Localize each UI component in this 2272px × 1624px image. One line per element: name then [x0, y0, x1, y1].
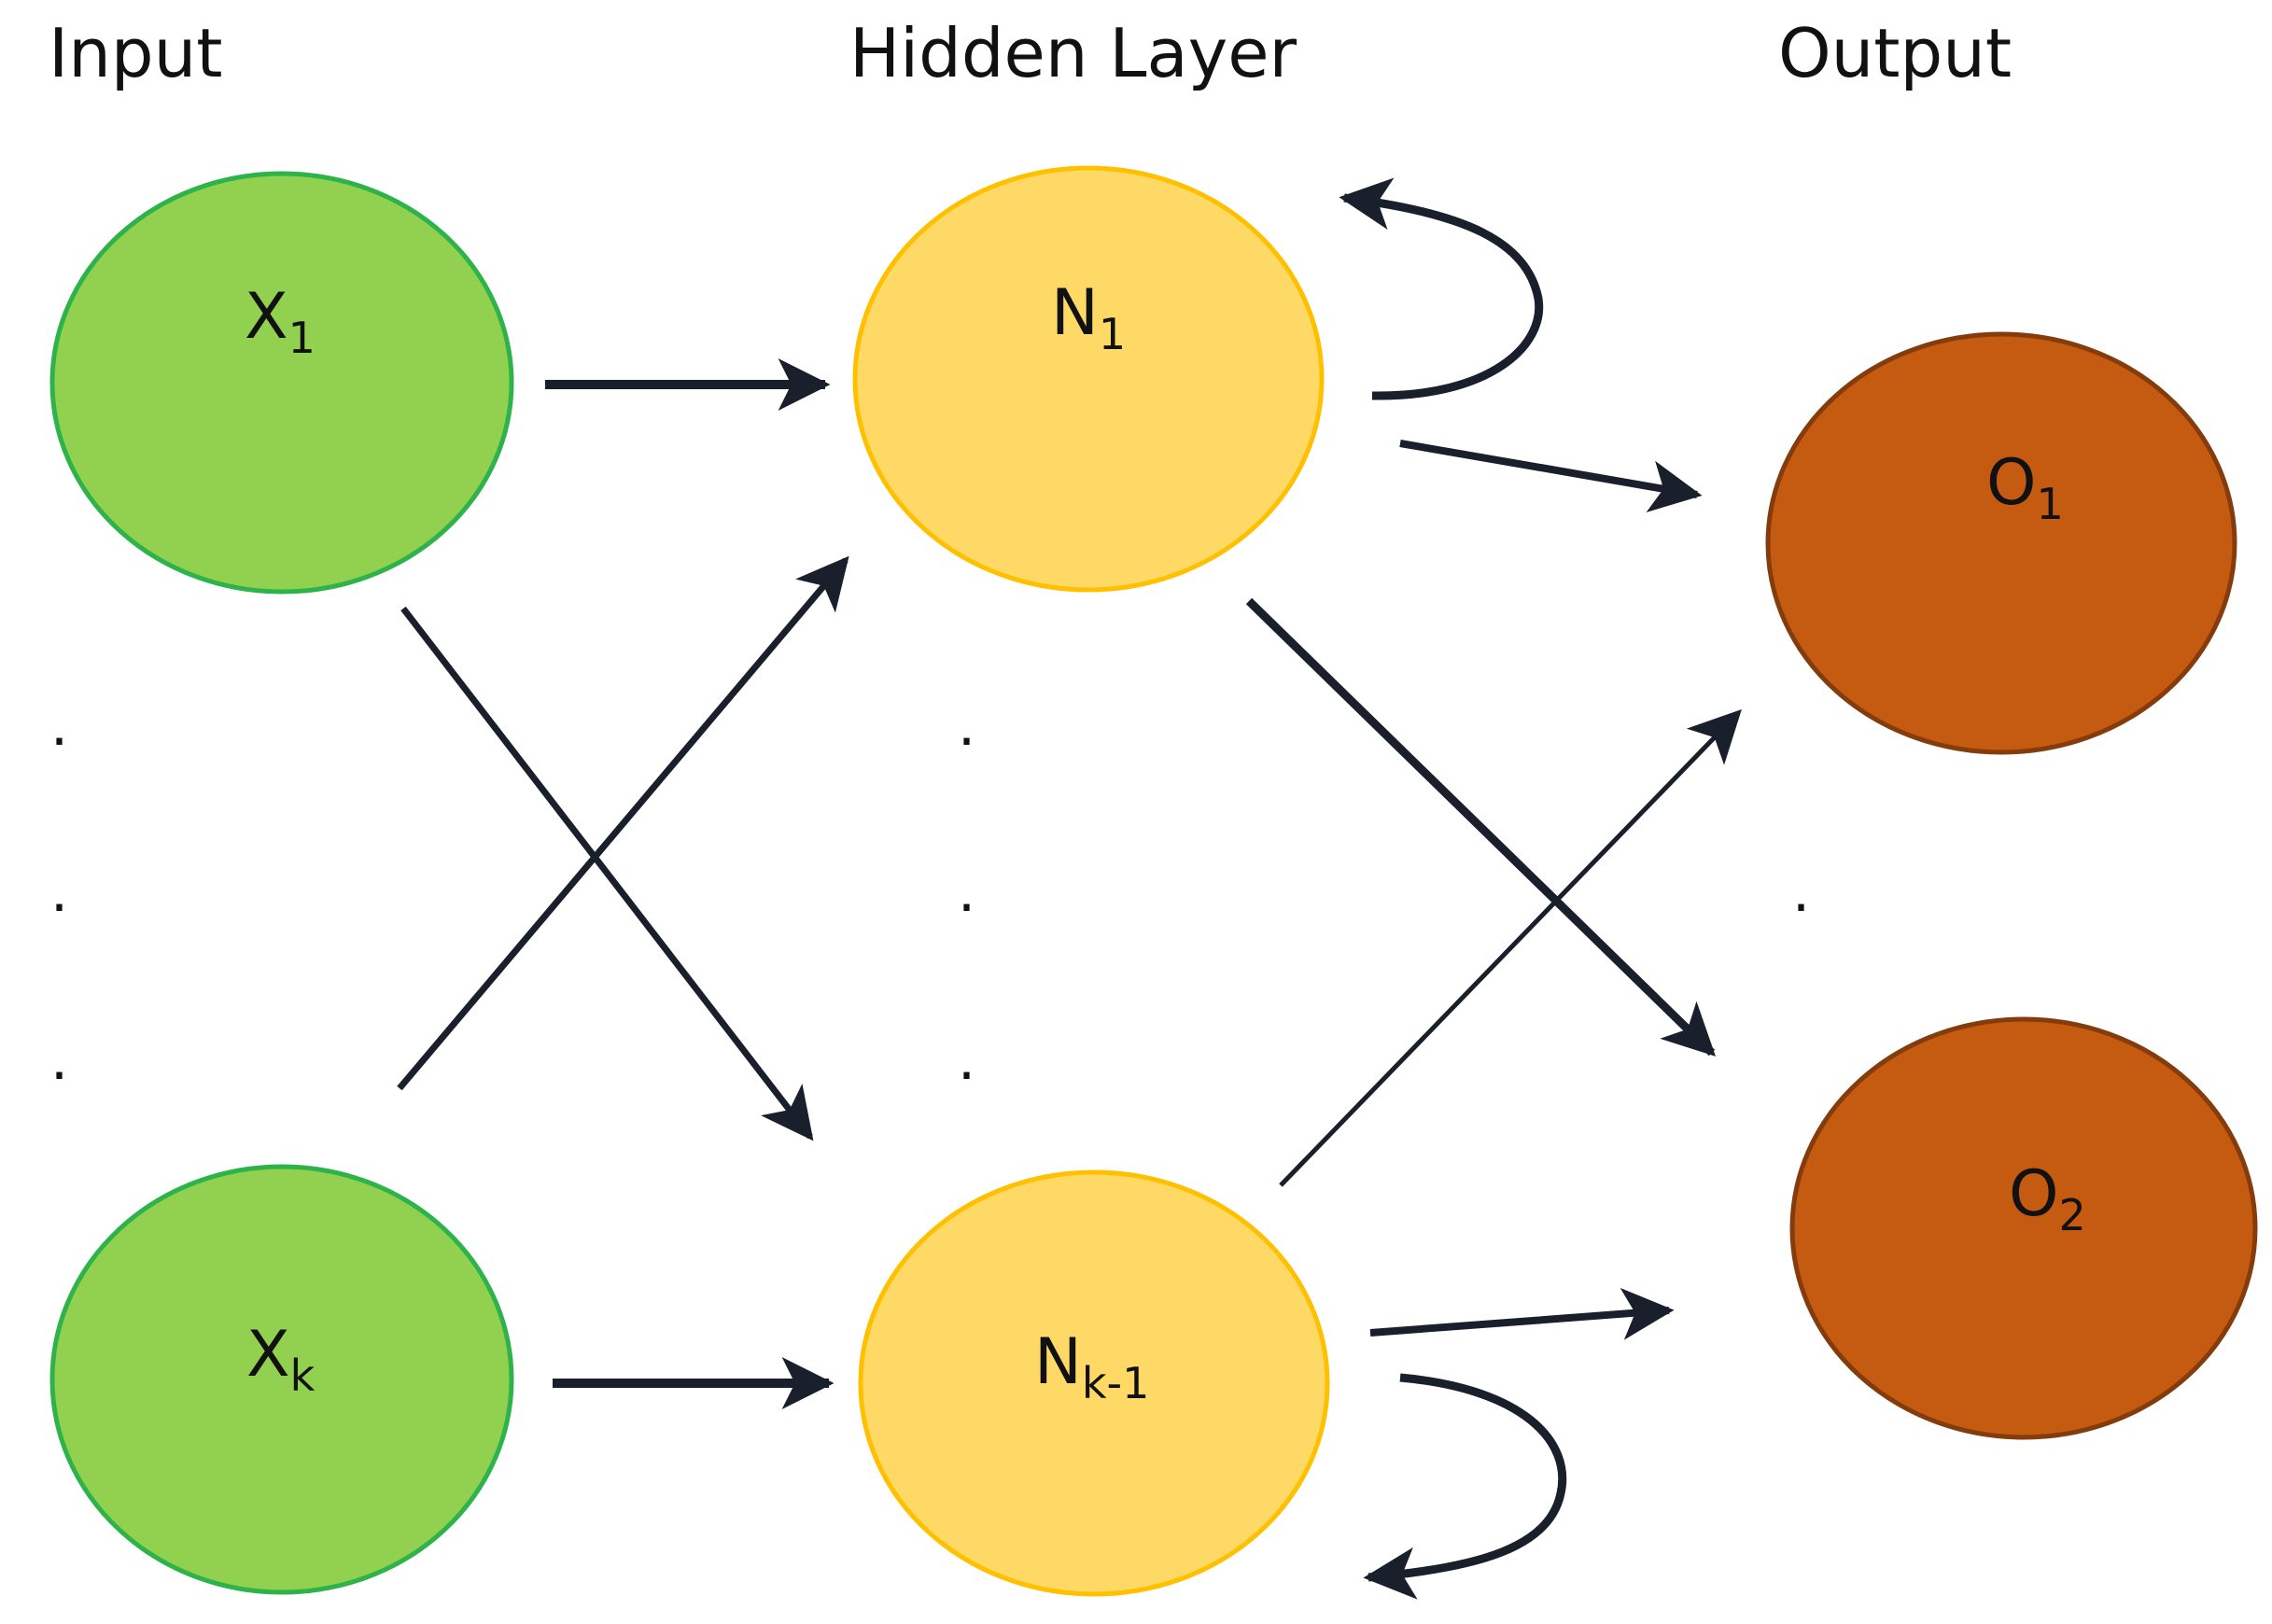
node-label-n1-main: N — [1051, 276, 1099, 350]
output-node-o2: O2 — [1789, 1016, 2258, 1440]
output-node-o1: O1 — [1765, 331, 2237, 755]
node-label-nk1: Nk-1 — [1034, 1325, 1149, 1408]
node-label-o1-sub: 1 — [2037, 479, 2064, 529]
arrow-x1-to-nk1 — [400, 606, 814, 1141]
arrow-xk-to-n1 — [397, 555, 849, 1091]
node-label-o2: O2 — [2009, 1157, 2086, 1240]
input-node-x1: X1 — [49, 171, 514, 595]
hidden-ellipsis: . . . — [958, 693, 975, 1093]
input-ellipsis-dot-1: . — [50, 693, 68, 759]
hidden-ellipsis-dot-2: . — [958, 860, 975, 925]
hidden-ellipsis-dot-3: . — [958, 1028, 975, 1093]
node-label-o2-main: O — [2009, 1157, 2059, 1231]
node-label-x1-sub: 1 — [288, 313, 316, 363]
node-label-o1: O1 — [1986, 446, 2064, 529]
input-ellipsis: . . . — [50, 693, 68, 1093]
node-label-o2-sub: 2 — [2059, 1190, 2086, 1240]
hidden-node-nk1: Nk-1 — [858, 1169, 1330, 1597]
arrow-nk1-to-o1 — [1279, 708, 1742, 1187]
input-ellipsis-dot-3: . — [50, 1028, 68, 1093]
recurrent-loop-nk1 — [1363, 1373, 1567, 1600]
node-label-nk1-sub: k-1 — [1082, 1358, 1150, 1408]
connections — [397, 177, 1742, 1600]
arrow-n1-to-o2 — [1245, 597, 1717, 1057]
node-label-xk-main: X — [246, 1318, 290, 1392]
node-label-x1: X1 — [245, 280, 316, 363]
hidden-node-n1: N1 — [852, 165, 1325, 593]
recurrent-loop-n1 — [1339, 177, 1544, 400]
input-node-xk: Xk — [49, 1164, 514, 1595]
arrow-n1-to-o1 — [1399, 440, 1703, 513]
input-layer-title: Input — [49, 14, 222, 92]
hidden-layer-title: Hidden Layer — [849, 14, 1297, 92]
output-layer-title: Output — [1778, 14, 2012, 92]
output-ellipsis-dot-1: . — [1792, 860, 1810, 925]
node-label-nk1-main: N — [1034, 1325, 1082, 1399]
node-label-xk-sub: k — [290, 1351, 316, 1401]
hidden-ellipsis-dot-1: . — [958, 693, 975, 759]
node-label-n1-sub: 1 — [1099, 309, 1126, 359]
node-label-o1-main: O — [1986, 446, 2037, 520]
node-label-n1: N1 — [1051, 276, 1126, 359]
node-label-xk: Xk — [246, 1318, 316, 1401]
node-label-x1-main: X — [245, 280, 288, 354]
input-ellipsis-dot-2: . — [50, 860, 68, 925]
output-ellipsis: . — [1792, 860, 1810, 925]
arrow-nk1-to-o2 — [1369, 1287, 1675, 1340]
